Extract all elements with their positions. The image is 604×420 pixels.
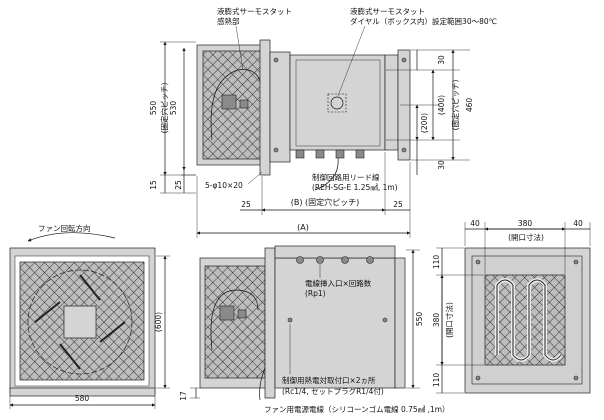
sensor-label-1: 液膨式サーモスタット: [217, 6, 292, 16]
dim-530: 530: [169, 101, 178, 116]
dim-40-right: 40: [573, 219, 583, 228]
top-flange: [259, 39, 271, 176]
dim-17: 17: [179, 391, 188, 401]
sensor-tube: [210, 69, 263, 141]
control-port-label-1: 制御用熱電対取付口×2ヵ所: [282, 375, 376, 385]
dim-fixed-pitch-right: (固定穴ピッチ): [450, 80, 460, 131]
sensor-element: [221, 94, 237, 110]
thermostat-dial-icon: [330, 96, 344, 110]
sensor-label-2: 感熱部: [217, 16, 240, 26]
pitch-b-label: (B) (固定穴ピッチ): [291, 197, 360, 207]
wire-inlet-label-2: (Rp1): [305, 289, 326, 298]
dim-25-bottom-right: 25: [393, 200, 403, 209]
top-view: 550 530 (固定穴ピッチ) 15 25 30 (400) (200) (固…: [149, 6, 497, 238]
dim-25-bottom-left: 25: [241, 200, 251, 209]
opening-dim-label-h: (開口寸法): [508, 232, 544, 242]
fan-power-wire-label: ファン用電源電線（シリコーンゴム電線 0.75㎟ ,1m）: [264, 404, 450, 414]
fan-direction-label: ファン回転方向: [38, 223, 91, 233]
control-box: [289, 54, 386, 151]
dim-600: (600): [154, 312, 163, 332]
opening-dim-label-v: (開口寸法): [444, 302, 454, 338]
opening-view: 40 380 40 (開口寸法) 110 380 (開口寸法) 110: [432, 219, 591, 394]
mount-holes-label: 5-φ10×20: [205, 181, 243, 190]
wire-inlet-label-1: 電線挿入口×回路数: [305, 278, 372, 288]
dim-a-label: (A): [297, 223, 309, 232]
dim-25-left: 25: [174, 180, 183, 190]
dial-label-1: 液膨式サーモスタット: [350, 6, 425, 16]
dim-400: (400): [437, 95, 446, 115]
dim-40-left: 40: [470, 219, 480, 228]
side-unit-mesh: [204, 265, 266, 379]
dim-550-side: 550: [415, 312, 424, 327]
dim-fixed-pitch-left: (固定穴ピッチ): [159, 83, 169, 134]
side-box: [274, 257, 396, 389]
dim-110-top: 110: [432, 255, 441, 270]
dim-30-top: 30: [437, 55, 446, 65]
dim-380-v: 380: [432, 313, 441, 328]
dim-380-h: 380: [518, 219, 533, 228]
dim-30-bottom: 30: [437, 160, 446, 170]
dim-110-bottom: 110: [432, 373, 441, 388]
control-port-label-2: (Rc1/4, セットプラグR1/4付): [282, 386, 384, 396]
dim-580: 580: [75, 394, 90, 403]
lead-wire: [314, 157, 339, 191]
lead-wire-label-2: (REH-SG-E 1.25㎟, 1m): [312, 183, 398, 192]
dim-460: 460: [465, 98, 474, 113]
dim-200: (200): [420, 113, 429, 133]
side-view: 550 17 電線挿入口×回路数 (Rp1) 制御用熱電対取付口×2ヵ所 (Rc…: [179, 245, 450, 414]
dim-15: 15: [149, 180, 158, 190]
dial-label-2: ダイヤル（ボックス内）設定範囲30～80℃: [350, 16, 497, 26]
dim-550-top: 550: [149, 101, 158, 116]
lead-wire-label-1: 制御回路用リード線: [312, 172, 380, 182]
front-view: ファン回転方向 580 (600): [9, 223, 170, 409]
